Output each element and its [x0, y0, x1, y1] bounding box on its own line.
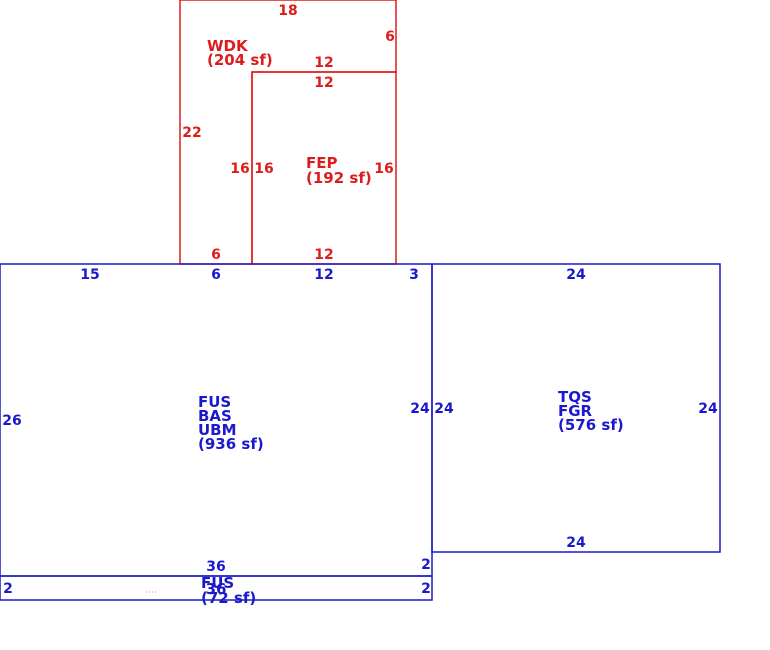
dim-main-corner: 2 — [421, 557, 431, 573]
dim-strip-right: 2 — [421, 581, 431, 597]
label-wdk-area: (204 sf) — [207, 51, 273, 69]
strip-outline — [0, 575, 433, 601]
label-fep-area: (192 sf) — [306, 169, 372, 187]
label-main-code-1: FUS — [198, 393, 231, 411]
dim-wdk-left: 22 — [182, 125, 201, 141]
label-fep-code: FEP — [306, 154, 338, 172]
label-main-area: (936 sf) — [198, 435, 264, 453]
label-garage-area: (576 sf) — [558, 416, 624, 434]
dim-main-top-4: 3 — [409, 267, 419, 283]
label-strip-area: (72 sf) — [201, 589, 256, 607]
label-strip-overlap: 36 — [206, 580, 227, 598]
dim-strip-left: 2 — [3, 581, 13, 597]
label-garage-code-1: TQS — [558, 388, 592, 406]
dim-wdk-bottom: 6 — [211, 247, 221, 263]
dim-wdk-step: 12 — [314, 55, 333, 71]
label-main-code-2: BAS — [198, 407, 232, 425]
label-main-code-3: UBM — [198, 421, 237, 439]
dim-wdk-inner: 16 — [230, 161, 249, 177]
dim-main-right: 24 — [410, 401, 430, 417]
dim-garage-right: 24 — [698, 401, 718, 417]
dim-fep-right: 16 — [374, 161, 393, 177]
label-wdk-code: WDK — [207, 37, 249, 55]
dim-wdk-top: 18 — [278, 3, 297, 19]
garage-outline — [431, 263, 721, 553]
dim-fep-left: 16 — [254, 161, 273, 177]
dim-garage-top: 24 — [566, 267, 586, 283]
dim-fep-top: 12 — [314, 75, 333, 91]
label-garage-code-2: FGR — [558, 402, 593, 420]
dim-wdk-right: 6 — [385, 29, 395, 45]
dim-main-top-3: 12 — [314, 267, 333, 283]
dim-main-top-1: 15 — [80, 267, 99, 283]
dim-garage-bottom: 24 — [566, 535, 586, 551]
dim-main-top-2: 6 — [211, 267, 221, 283]
dim-fep-bottom: 12 — [314, 247, 333, 263]
label-strip-code: FUS — [201, 574, 234, 592]
dim-main-left: 26 — [2, 413, 21, 429]
dim-garage-left: 24 — [434, 401, 454, 417]
dim-main-bottom: 36 — [206, 559, 225, 575]
